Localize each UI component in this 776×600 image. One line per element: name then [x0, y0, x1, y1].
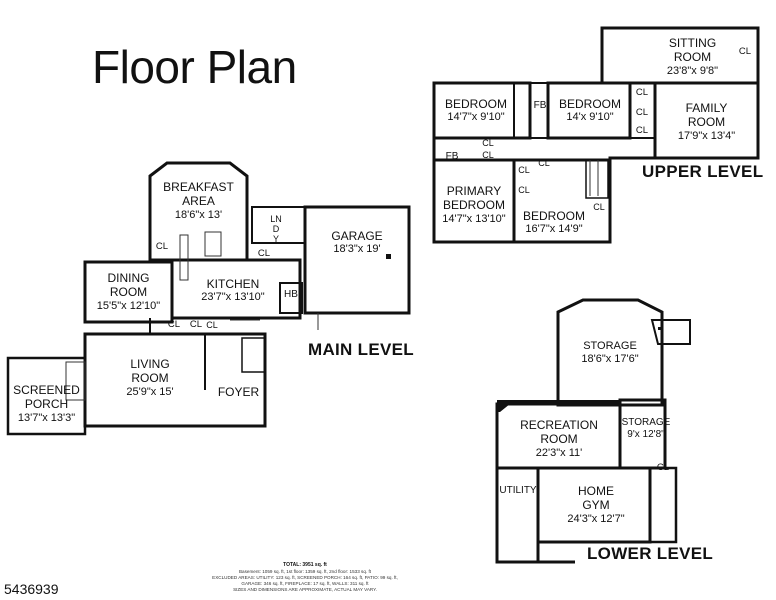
closet-label: CL: [593, 202, 605, 212]
upper-level-label: UPPER LEVEL: [642, 162, 764, 181]
utility-wall: [495, 466, 540, 564]
primary-bedroom-label: PRIMARY BEDROOM 14'7"x 13'10": [442, 184, 506, 225]
garage-wall: [303, 205, 411, 315]
living-room-label: LIVING ROOM 25'9"x 15': [126, 357, 174, 398]
home-gym-label: HOME GYM 24'3"x 12'7": [567, 484, 625, 525]
bedroom-3-label: BEDROOM 16'7"x 14'9": [522, 209, 585, 236]
laundry-label: LNDY: [270, 214, 282, 244]
kitchen-label: KITCHEN 23'7"x 13'10": [201, 277, 265, 304]
closet-label: CL: [635, 107, 649, 118]
sitting-room-label: SITTING ROOM 23'8"x 9'8": [666, 36, 719, 77]
utility-label: UTILITY: [499, 485, 537, 496]
closet-label: CL: [189, 319, 203, 330]
dining-room-label: DINING ROOM 15'5"x 12'10": [96, 271, 161, 312]
storage-1-label: STORAGE 18'6"x 17'6": [581, 340, 639, 366]
breakfast-area-label: BREAKFAST AREA 18'6"x 13': [163, 180, 234, 221]
closet-label: CL: [656, 462, 670, 473]
closet-label: CL: [155, 241, 169, 252]
laundry-wall: [251, 206, 306, 244]
home-gym-wall: [536, 466, 652, 544]
lower-level-label: LOWER LEVEL: [587, 544, 714, 563]
closet-label: CL: [518, 185, 530, 195]
closet-label: CL: [482, 138, 494, 148]
half-bath-label: HB: [284, 289, 298, 300]
closet-label: CL: [738, 46, 752, 57]
closet-label: CL: [482, 150, 494, 160]
bedroom-1-wall: [432, 81, 532, 140]
area-summary: TOTAL: 3951 sq. ft Basement: 1059 sq. ft…: [212, 562, 398, 593]
breakfast-area-wall: [148, 161, 249, 262]
bedroom-1-label: BEDROOM 14'7"x 9'10": [444, 97, 507, 124]
listing-id: 5436939: [4, 581, 59, 597]
storage-2-label: STORAGE 9'x 12'8": [621, 417, 671, 440]
foyer-label: FOYER: [217, 385, 260, 399]
closet-label: CL: [538, 158, 550, 168]
full-bath-wall: [513, 82, 549, 139]
full-bath-label: FB: [445, 151, 459, 162]
screened-porch-label: SCREENED PORCH 13'7"x 13'3": [13, 383, 80, 424]
closet-label: CL: [518, 165, 530, 175]
closet-label: CL: [635, 87, 649, 98]
page-title: Floor Plan: [92, 41, 297, 93]
recreation-room-label: RECREATION ROOM 22'3"x 11': [520, 418, 598, 459]
main-level-label: MAIN LEVEL: [308, 340, 414, 359]
garage-label: GARAGE 18'3"x 19': [331, 229, 383, 256]
half-bath-wall: [279, 282, 303, 314]
bedroom-2-label: BEDROOM 14'x 9'10": [558, 97, 621, 124]
closet-label: CL: [635, 125, 649, 136]
closet-label: CL: [206, 320, 218, 330]
full-bath-label: FB: [533, 100, 547, 111]
closet-label: CL: [167, 319, 181, 330]
kitchen-wall: [170, 258, 302, 320]
family-room-label: FAMILY ROOM 17'9"x 13'4": [677, 101, 736, 142]
closet-label: CL: [257, 248, 271, 259]
